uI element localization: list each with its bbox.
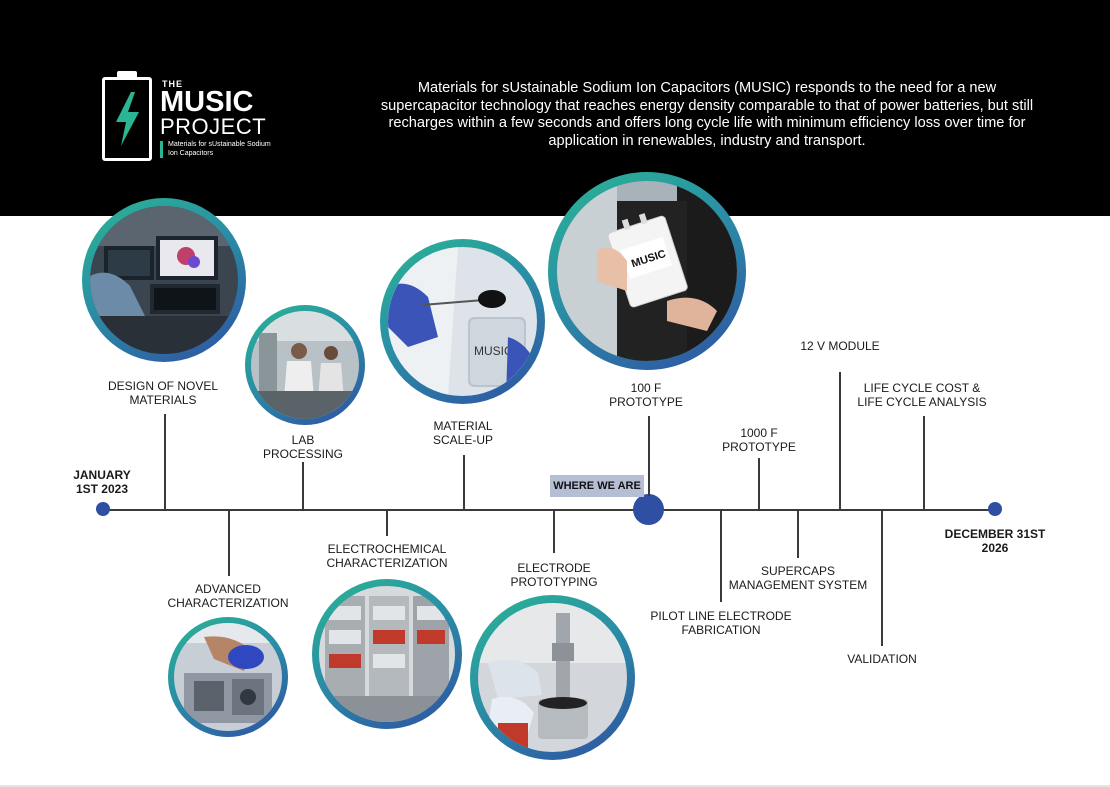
tick-advanced-characterization — [228, 510, 230, 576]
tick-life-cycle-analysis — [923, 416, 925, 510]
tick-lab-processing — [302, 462, 304, 510]
milestone-life-cycle-analysis: LIFE CYCLE COST & LIFE CYCLE ANALYSIS — [857, 381, 987, 409]
mixer-image — [478, 603, 627, 752]
photo-computational-design — [82, 198, 246, 362]
tick-supercaps-management — [797, 510, 799, 558]
computer-workstation-image — [90, 206, 238, 354]
photo-lab-processing — [245, 305, 365, 425]
photo-electrode-prototyping — [470, 595, 635, 760]
logo-the: THE — [162, 79, 183, 89]
milestone-1000f-prototype: 1000 F PROTOTYPE — [722, 426, 796, 454]
milestone-electrode-prototyping: ELECTRODE PROTOTYPING — [510, 561, 598, 589]
milestone-100f-prototype: 100 F PROTOTYPE — [609, 381, 683, 409]
timeline-end-dot — [988, 502, 1002, 516]
milestone-lab-processing: LAB PROCESSING — [262, 433, 343, 461]
tick-100f-prototype — [648, 416, 650, 496]
pouch-cell-device-image: MUSIC — [557, 181, 737, 361]
photo-material-scale-up: MUSIC — [380, 239, 545, 404]
bottom-divider — [0, 785, 1110, 787]
battery-testers-image — [319, 586, 455, 722]
milestone-pilot-line: PILOT LINE ELECTRODE FABRICATION — [650, 609, 792, 637]
milestone-supercaps-management: SUPERCAPS MANAGEMENT SYSTEM — [728, 564, 868, 592]
lightning-bolt-icon — [116, 92, 139, 146]
photo-100f-prototype: MUSIC — [548, 172, 746, 370]
logo-subtitle: Materials for sUstainable Sodium Ion Cap… — [168, 141, 271, 157]
logo-project: PROJECT — [160, 114, 267, 139]
battery-icon — [102, 71, 152, 161]
timeline-start-dot — [96, 502, 110, 516]
header-banner: THE MUSIC PROJECT Materials for sUstaina… — [0, 0, 1110, 216]
tick-12v-module — [839, 372, 841, 510]
tick-validation — [881, 510, 883, 646]
photo-electrochemical-characterization — [312, 579, 462, 729]
current-position-dot — [633, 494, 664, 525]
milestone-design-novel-materials: DESIGN OF NOVEL MATERIALS — [107, 379, 219, 407]
tick-design-novel-materials — [164, 414, 166, 510]
timeline-end-label: DECEMBER 31st 2026 — [944, 527, 1046, 555]
music-project-logo: THE MUSIC PROJECT Materials for sUstaina… — [100, 71, 271, 165]
logo-music: MUSIC — [160, 86, 254, 118]
scale-up-jar-image: MUSIC — [388, 247, 537, 396]
tick-electrode-prototyping — [553, 510, 555, 553]
tick-pilot-line — [720, 510, 722, 602]
project-description: Materials for sUstainable Sodium Ion Cap… — [380, 80, 1034, 149]
timeline-start-label: JANUARY 1st 2023 — [73, 468, 131, 496]
tick-1000f-prototype — [758, 458, 760, 510]
milestone-electrochemical-characterization: ELECTROCHEMICAL CHARACTERIZATION — [326, 542, 448, 570]
where-we-are-marker: WHERE WE ARE — [550, 475, 644, 497]
tick-electrochemical-characterization — [386, 510, 388, 536]
tick-material-scale-up — [463, 455, 465, 510]
logo-accent-bar — [160, 141, 163, 158]
lab-workers-image — [251, 311, 359, 419]
milestone-material-scale-up: MATERIAL SCALE-UP — [432, 419, 494, 447]
jar-label: MUSIC — [474, 344, 513, 358]
photo-advanced-characterization — [168, 617, 288, 737]
timeline-axis — [103, 509, 996, 511]
milestone-12v-module: 12 V MODULE — [800, 339, 880, 353]
milestone-validation: VALIDATION — [847, 652, 917, 666]
characterization-equipment-image — [174, 623, 282, 731]
milestone-advanced-characterization: ADVANCED CHARACTERIZATION — [167, 582, 289, 610]
